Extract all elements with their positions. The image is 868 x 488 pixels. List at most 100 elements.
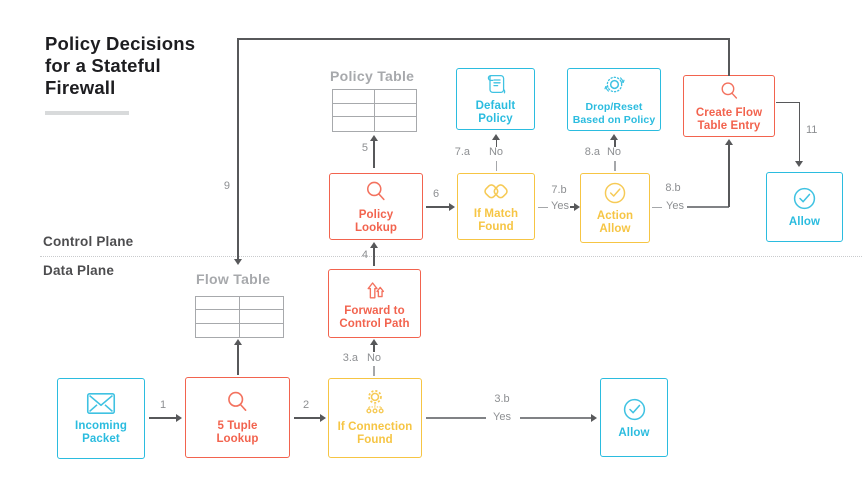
arrowhead xyxy=(233,339,242,345)
connector-line xyxy=(373,248,375,266)
connector-line xyxy=(294,417,321,419)
edge-label: 7.b xyxy=(551,184,567,196)
node-label: Action Allow xyxy=(596,210,634,235)
check-circle-icon xyxy=(621,396,648,423)
node-label: 5 Tuple Lookup xyxy=(216,420,259,445)
connector-line xyxy=(149,417,177,419)
edge-label: 9 xyxy=(223,180,230,192)
arrowhead xyxy=(320,413,326,422)
node-label: Create Flow Table Entry xyxy=(695,106,763,132)
node-action-allow: Action Allow xyxy=(580,173,650,243)
scroll-icon xyxy=(484,72,508,96)
edge-label: 2 xyxy=(302,399,310,411)
page-title: Policy Decisions for a Stateful Firewall xyxy=(45,33,196,98)
node-allow-control-plane: Allow xyxy=(766,172,843,242)
connector-line xyxy=(237,38,730,40)
connector-dash xyxy=(538,206,548,208)
table-cell xyxy=(196,310,240,324)
edge-label: 7.a xyxy=(454,146,470,158)
node-create-flow-table-entry: Create Flow Table Entry xyxy=(683,75,775,137)
node-policy-lookup: Policy Lookup xyxy=(329,173,423,240)
edge-branch-label: No xyxy=(606,146,622,158)
data-plane-label: Data Plane xyxy=(43,263,115,278)
edge-label: 3.a xyxy=(342,352,358,364)
node-forward-to-control-path: Forward to Control Path xyxy=(328,269,421,338)
reset-circle-icon xyxy=(602,72,627,97)
node-label: Allow xyxy=(788,216,821,228)
arrowhead xyxy=(369,135,378,141)
table-cell xyxy=(239,297,283,311)
connector-stub xyxy=(614,161,616,171)
connector-line xyxy=(426,206,449,208)
connector-line xyxy=(520,417,591,419)
arrowhead xyxy=(449,202,455,211)
check-circle-icon xyxy=(602,180,628,206)
edge-label: 6 xyxy=(432,188,440,200)
connector-line xyxy=(237,38,239,260)
policy-table-title: Policy Table xyxy=(330,68,415,84)
arrowhead xyxy=(369,242,378,248)
node-drop-reset: Drop/Reset Based on Policy xyxy=(567,68,661,131)
node-if-match-found: If Match Found xyxy=(457,173,535,240)
table-cell xyxy=(333,90,375,104)
connector-line xyxy=(373,141,375,168)
arrowhead xyxy=(610,134,619,140)
arrowhead xyxy=(369,339,378,345)
connector-stub xyxy=(373,366,375,376)
search-icon xyxy=(363,179,389,205)
forward-arrows-icon xyxy=(363,277,387,301)
edge-label: 1 xyxy=(159,399,167,411)
node-five-tuple-lookup: 5 Tuple Lookup xyxy=(185,377,290,458)
table-cell xyxy=(196,297,240,311)
connection-icon xyxy=(361,389,389,417)
node-allow-data-plane: Allow xyxy=(600,378,668,457)
connector-line xyxy=(798,102,800,162)
table-cell xyxy=(196,323,240,337)
arrowhead xyxy=(233,259,242,265)
connector-line xyxy=(614,140,616,147)
match-icon xyxy=(481,179,511,204)
table-cell xyxy=(374,90,416,104)
node-label: Forward to Control Path xyxy=(339,304,410,330)
edge-label: 4 xyxy=(361,249,368,261)
node-label: Policy Lookup xyxy=(354,208,398,234)
table-cell xyxy=(375,117,417,131)
arrowhead xyxy=(795,161,803,167)
search-icon xyxy=(718,80,741,103)
connector-line xyxy=(728,38,730,76)
node-label: Incoming Packet xyxy=(75,420,127,445)
connector-line xyxy=(570,206,574,208)
table-cell xyxy=(333,117,375,131)
edge-label: 3.b xyxy=(494,393,510,405)
control-plane-label: Control Plane xyxy=(43,234,134,249)
edge-branch-label: Yes xyxy=(551,200,569,212)
connector-line xyxy=(426,417,486,419)
edge-label: 11 xyxy=(806,124,818,136)
edge-label: 8.b xyxy=(665,182,681,194)
connector-line xyxy=(373,345,375,352)
flow-table xyxy=(195,296,284,338)
table-cell xyxy=(240,324,284,337)
node-label: Allow xyxy=(618,426,650,439)
arrowhead xyxy=(724,139,733,145)
node-incoming-packet: Incoming Packet xyxy=(57,378,145,459)
envelope-icon xyxy=(86,391,116,416)
plane-divider xyxy=(40,256,862,257)
connector-line xyxy=(495,140,497,147)
edge-branch-label: Yes xyxy=(493,411,511,423)
arrowhead xyxy=(491,134,500,140)
node-label: Drop/Reset Based on Policy xyxy=(572,101,656,126)
search-icon xyxy=(224,389,251,416)
check-circle-icon xyxy=(791,185,818,212)
connector-line xyxy=(237,345,239,375)
edge-label: 8.a xyxy=(584,146,600,158)
edge-branch-label: Yes xyxy=(666,200,684,212)
flow-table-title: Flow Table xyxy=(196,271,271,287)
node-label: If Match Found xyxy=(473,208,519,233)
connector-dash xyxy=(652,206,662,208)
table-cell xyxy=(239,310,283,324)
title-underline xyxy=(45,111,129,115)
arrowhead xyxy=(176,413,182,422)
connector-stub xyxy=(495,161,497,171)
